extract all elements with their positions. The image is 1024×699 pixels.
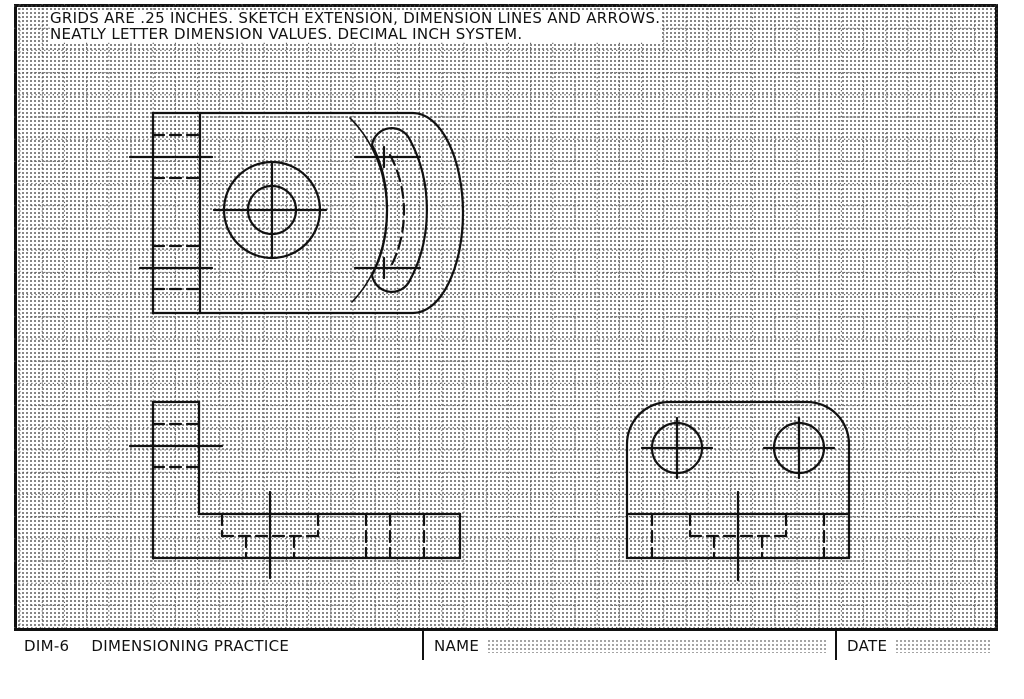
title-block-title-cell: DIM-6 DIMENSIONING PRACTICE <box>14 631 424 660</box>
front-view-hidden-lines <box>151 422 426 560</box>
drawing-title: DIMENSIONING PRACTICE <box>91 636 290 655</box>
name-fill-line[interactable] <box>487 638 827 653</box>
instructions-text: GRIDS ARE .25 INCHES. SKETCH EXTENSION, … <box>50 9 661 43</box>
side-view-hidden-lines <box>650 512 826 560</box>
curved-slot-center-arc <box>349 117 388 303</box>
top-view-wall-hidden-lines <box>151 133 202 291</box>
title-block-date-cell[interactable]: DATE <box>837 631 998 660</box>
side-view <box>625 400 851 582</box>
date-label: DATE <box>847 636 888 655</box>
name-label: NAME <box>434 636 480 655</box>
top-view <box>128 111 465 315</box>
date-fill-line[interactable] <box>895 638 990 653</box>
instructions-line-1: GRIDS ARE .25 INCHES. SKETCH EXTENSION, … <box>50 9 661 27</box>
front-view-outline <box>151 400 462 560</box>
title-block-name-cell[interactable]: NAME <box>424 631 837 660</box>
title-block: DIM-6 DIMENSIONING PRACTICE NAME DATE <box>14 628 998 660</box>
top-view-outline <box>151 111 465 315</box>
drawing-code: DIM-6 <box>24 636 70 655</box>
curved-slot-hidden-arc <box>388 153 406 270</box>
instructions-line-2: NEATLY LETTER DIMENSION VALUES. DECIMAL … <box>50 25 523 43</box>
front-view <box>128 400 462 580</box>
side-view-outline <box>625 400 851 560</box>
